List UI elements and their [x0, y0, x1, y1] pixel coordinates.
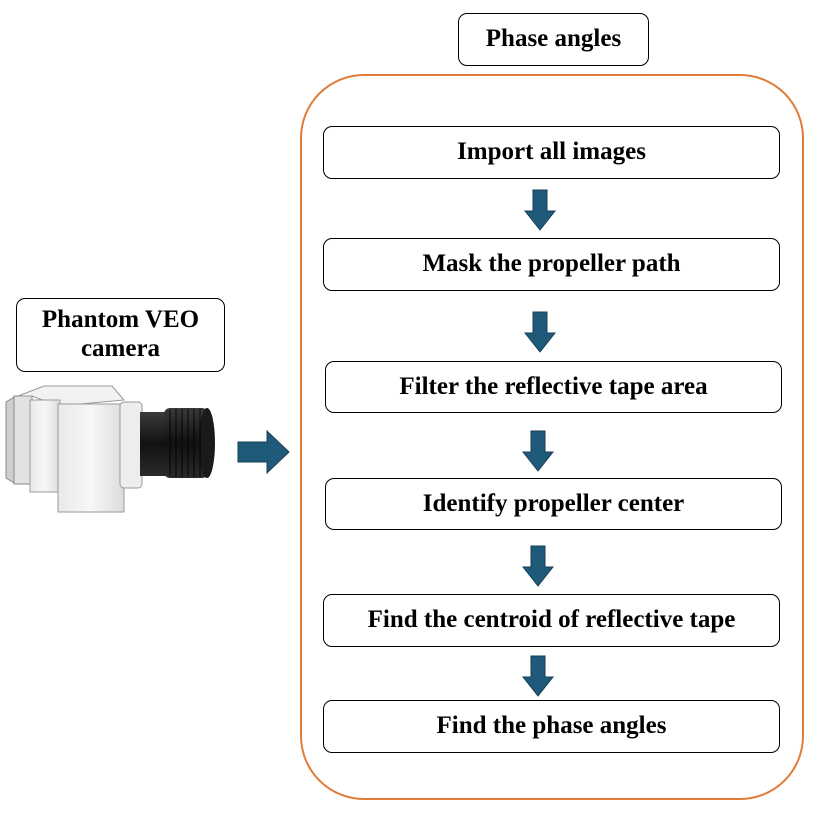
arrow-down-icon	[524, 311, 556, 353]
arrow-down-icon	[524, 189, 556, 231]
step-find-phase-angles: Find the phase angles	[323, 700, 780, 753]
step-find-centroid: Find the centroid of reflective tape	[323, 594, 780, 647]
process-container	[300, 74, 804, 800]
step-identify-center: Identify propeller center	[325, 478, 782, 530]
camera-image	[5, 385, 215, 513]
diagram-title: Phase angles	[458, 13, 649, 66]
step-import-images: Import all images	[323, 126, 780, 179]
arrow-down-icon	[522, 655, 554, 697]
step-mask-path: Mask the propeller path	[323, 238, 780, 291]
step-filter-tape: Filter the reflective tape area	[325, 361, 782, 413]
arrow-right-icon	[237, 429, 290, 475]
camera-label: Phantom VEO camera	[16, 298, 225, 372]
arrow-down-icon	[522, 545, 554, 587]
arrow-down-icon	[522, 430, 554, 472]
